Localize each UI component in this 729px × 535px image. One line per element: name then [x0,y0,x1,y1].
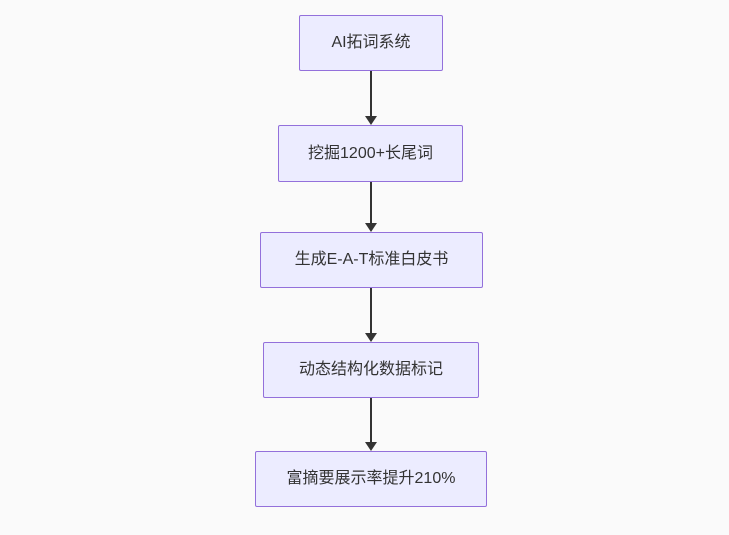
arrow-head-icon [365,333,377,342]
flow-node-ai-word-expansion-system: AI拓词系统 [299,15,443,71]
flow-node-label: 挖掘1200+长尾词 [308,144,433,162]
flow-arrow-n2-n3 [365,182,377,232]
arrow-head-icon [365,442,377,451]
flow-arrow-n3-n4 [365,288,377,342]
flow-node-rich-snippet-rate-increase: 富摘要展示率提升210% [255,451,487,507]
flow-node-dynamic-structured-data-markup: 动态结构化数据标记 [263,342,479,398]
flow-node-label: 生成E-A-T标准白皮书 [294,251,449,268]
flow-arrow-n4-n5 [365,398,377,451]
flow-node-mine-longtail-keywords: 挖掘1200+长尾词 [278,125,463,182]
arrow-head-icon [365,116,377,125]
flow-arrow-n1-n2 [365,71,377,125]
flow-node-label: AI拓词系统 [331,34,411,51]
flow-node-generate-eat-whitepaper: 生成E-A-T标准白皮书 [260,232,483,288]
flow-node-label: 富摘要展示率提升210% [286,470,456,487]
arrow-head-icon [365,223,377,232]
arrow-line [370,182,372,223]
flow-node-label: 动态结构化数据标记 [298,361,443,378]
arrow-line [370,398,372,442]
arrow-line [370,288,372,333]
arrow-line [370,71,372,116]
